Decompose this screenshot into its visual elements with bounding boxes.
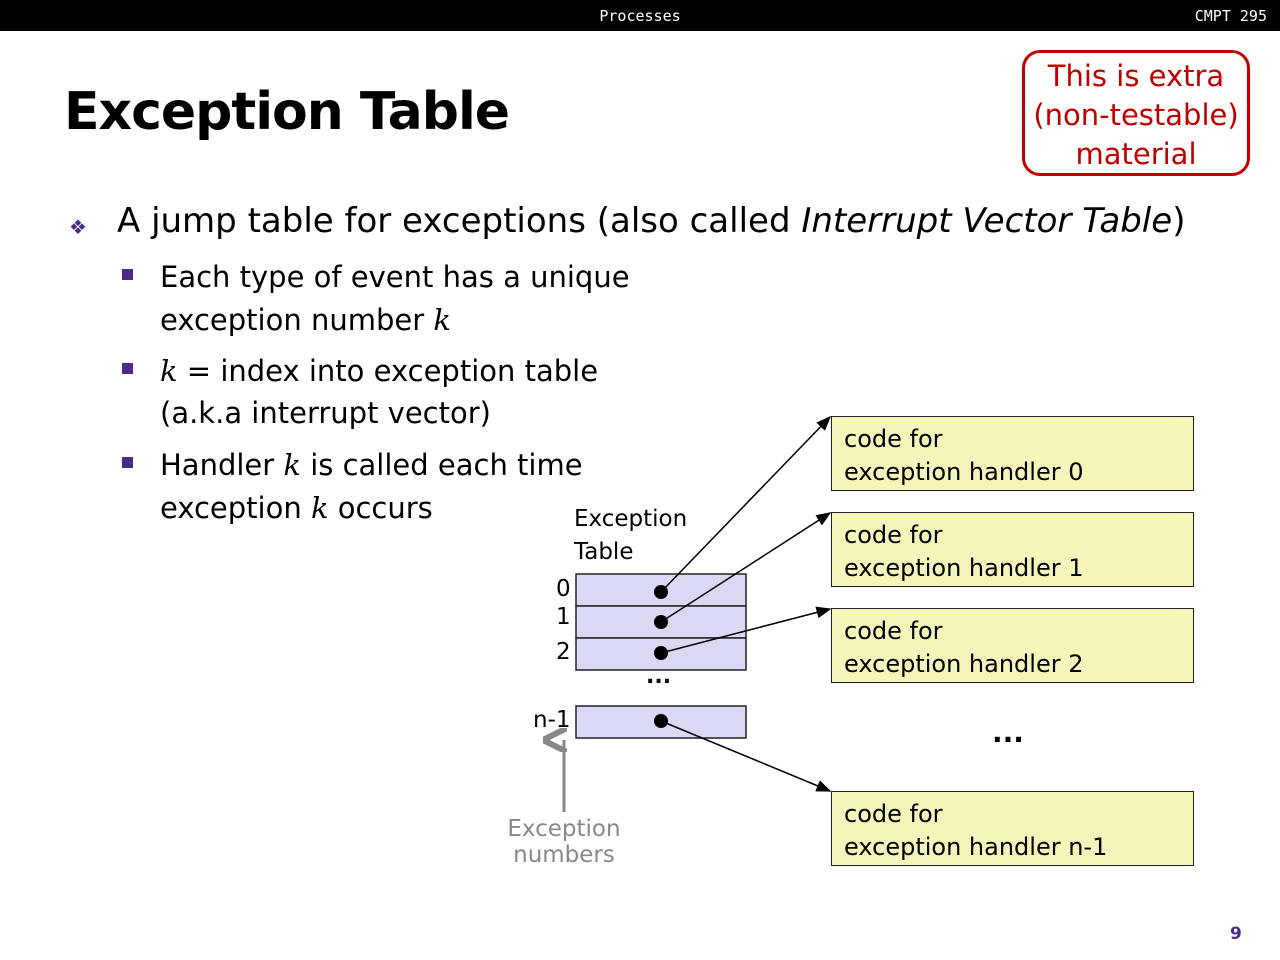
square-bullet-icon bbox=[122, 363, 133, 374]
index-0: 0 bbox=[556, 576, 571, 602]
text: Handler bbox=[160, 448, 284, 482]
text: A jump table for exceptions (also called bbox=[117, 201, 802, 241]
italic-text: Interrupt Vector Table bbox=[801, 201, 1173, 241]
sub-bullet-2-line2: (a.k.a interrupt vector) bbox=[160, 396, 491, 430]
sub-bullet-3-line1: Handler k is called each time bbox=[160, 448, 583, 482]
text: exception bbox=[160, 491, 311, 525]
square-bullet-icon bbox=[122, 269, 133, 280]
index-1: 1 bbox=[556, 604, 571, 630]
pointer-arrow-0 bbox=[660, 415, 832, 593]
handler-box-1: code for exception handler 1 bbox=[831, 512, 1194, 587]
extra-material-note: This is extra (non-testable) material bbox=[1022, 50, 1250, 176]
handler-ellipsis: ... bbox=[992, 716, 1024, 749]
table-ellipsis: ... bbox=[646, 664, 672, 689]
top-bar: Processes CMPT 295 bbox=[0, 0, 1280, 31]
handler-box-2: code for exception handler 2 bbox=[831, 608, 1194, 683]
handler-line: exception handler 1 bbox=[844, 554, 1084, 582]
text: is called each time bbox=[300, 448, 583, 482]
var: k bbox=[433, 303, 451, 337]
sub-bullet-1-line2: exception number k bbox=[160, 303, 451, 337]
sub-bullet-1-line1: Each type of event has a unique bbox=[160, 260, 630, 294]
handler-box-0: code for exception handler 0 bbox=[831, 416, 1194, 491]
diamond-bullet-icon: ❖ bbox=[69, 215, 87, 239]
handler-line: code for bbox=[844, 800, 943, 828]
var: k bbox=[283, 448, 301, 482]
sub-bullet-3-line2: exception k occurs bbox=[160, 491, 433, 525]
table-label-line2: Table bbox=[574, 539, 634, 565]
note-line: (non-testable) bbox=[1033, 98, 1239, 132]
index-n-1: n-1 bbox=[533, 707, 571, 733]
handler-line: exception handler 0 bbox=[844, 458, 1084, 486]
handler-line: code for bbox=[844, 425, 943, 453]
pointer-dot bbox=[654, 646, 668, 660]
note-line: material bbox=[1075, 137, 1197, 171]
pointer-dot bbox=[654, 585, 668, 599]
sub-bullet-2-line1: k = index into exception table bbox=[160, 354, 598, 388]
pointer-arrow-1 bbox=[660, 512, 832, 623]
course-label: CMPT 295 bbox=[1194, 7, 1267, 25]
var: k bbox=[160, 354, 178, 388]
main-bullet: A jump table for exceptions (also called… bbox=[117, 201, 1185, 241]
page-title: Exception Table bbox=[64, 82, 510, 142]
square-bullet-icon bbox=[122, 457, 133, 468]
text: exception number bbox=[160, 303, 434, 337]
pointer-dot bbox=[654, 615, 668, 629]
section-title: Processes bbox=[599, 7, 681, 25]
note-line: This is extra bbox=[1047, 59, 1225, 93]
text: = index into exception table bbox=[177, 354, 599, 388]
handler-line: exception handler n-1 bbox=[844, 833, 1108, 861]
label-line: Exception bbox=[507, 816, 621, 842]
handler-line: code for bbox=[844, 521, 943, 549]
table-label-line1: Exception bbox=[574, 506, 688, 532]
index-2: 2 bbox=[556, 639, 571, 665]
handler-box-n-1: code for exception handler n-1 bbox=[831, 791, 1194, 866]
label-line: numbers bbox=[513, 842, 615, 868]
text: occurs bbox=[328, 491, 433, 525]
page-number: 9 bbox=[1230, 924, 1242, 944]
handler-line: code for bbox=[844, 617, 943, 645]
var: k bbox=[310, 491, 329, 525]
pointer-arrow-n-1 bbox=[660, 720, 832, 792]
handler-line: exception handler 2 bbox=[844, 650, 1084, 678]
pointer-dot bbox=[654, 714, 668, 728]
text: ) bbox=[1172, 201, 1186, 241]
pointer-arrow-2 bbox=[660, 606, 832, 654]
